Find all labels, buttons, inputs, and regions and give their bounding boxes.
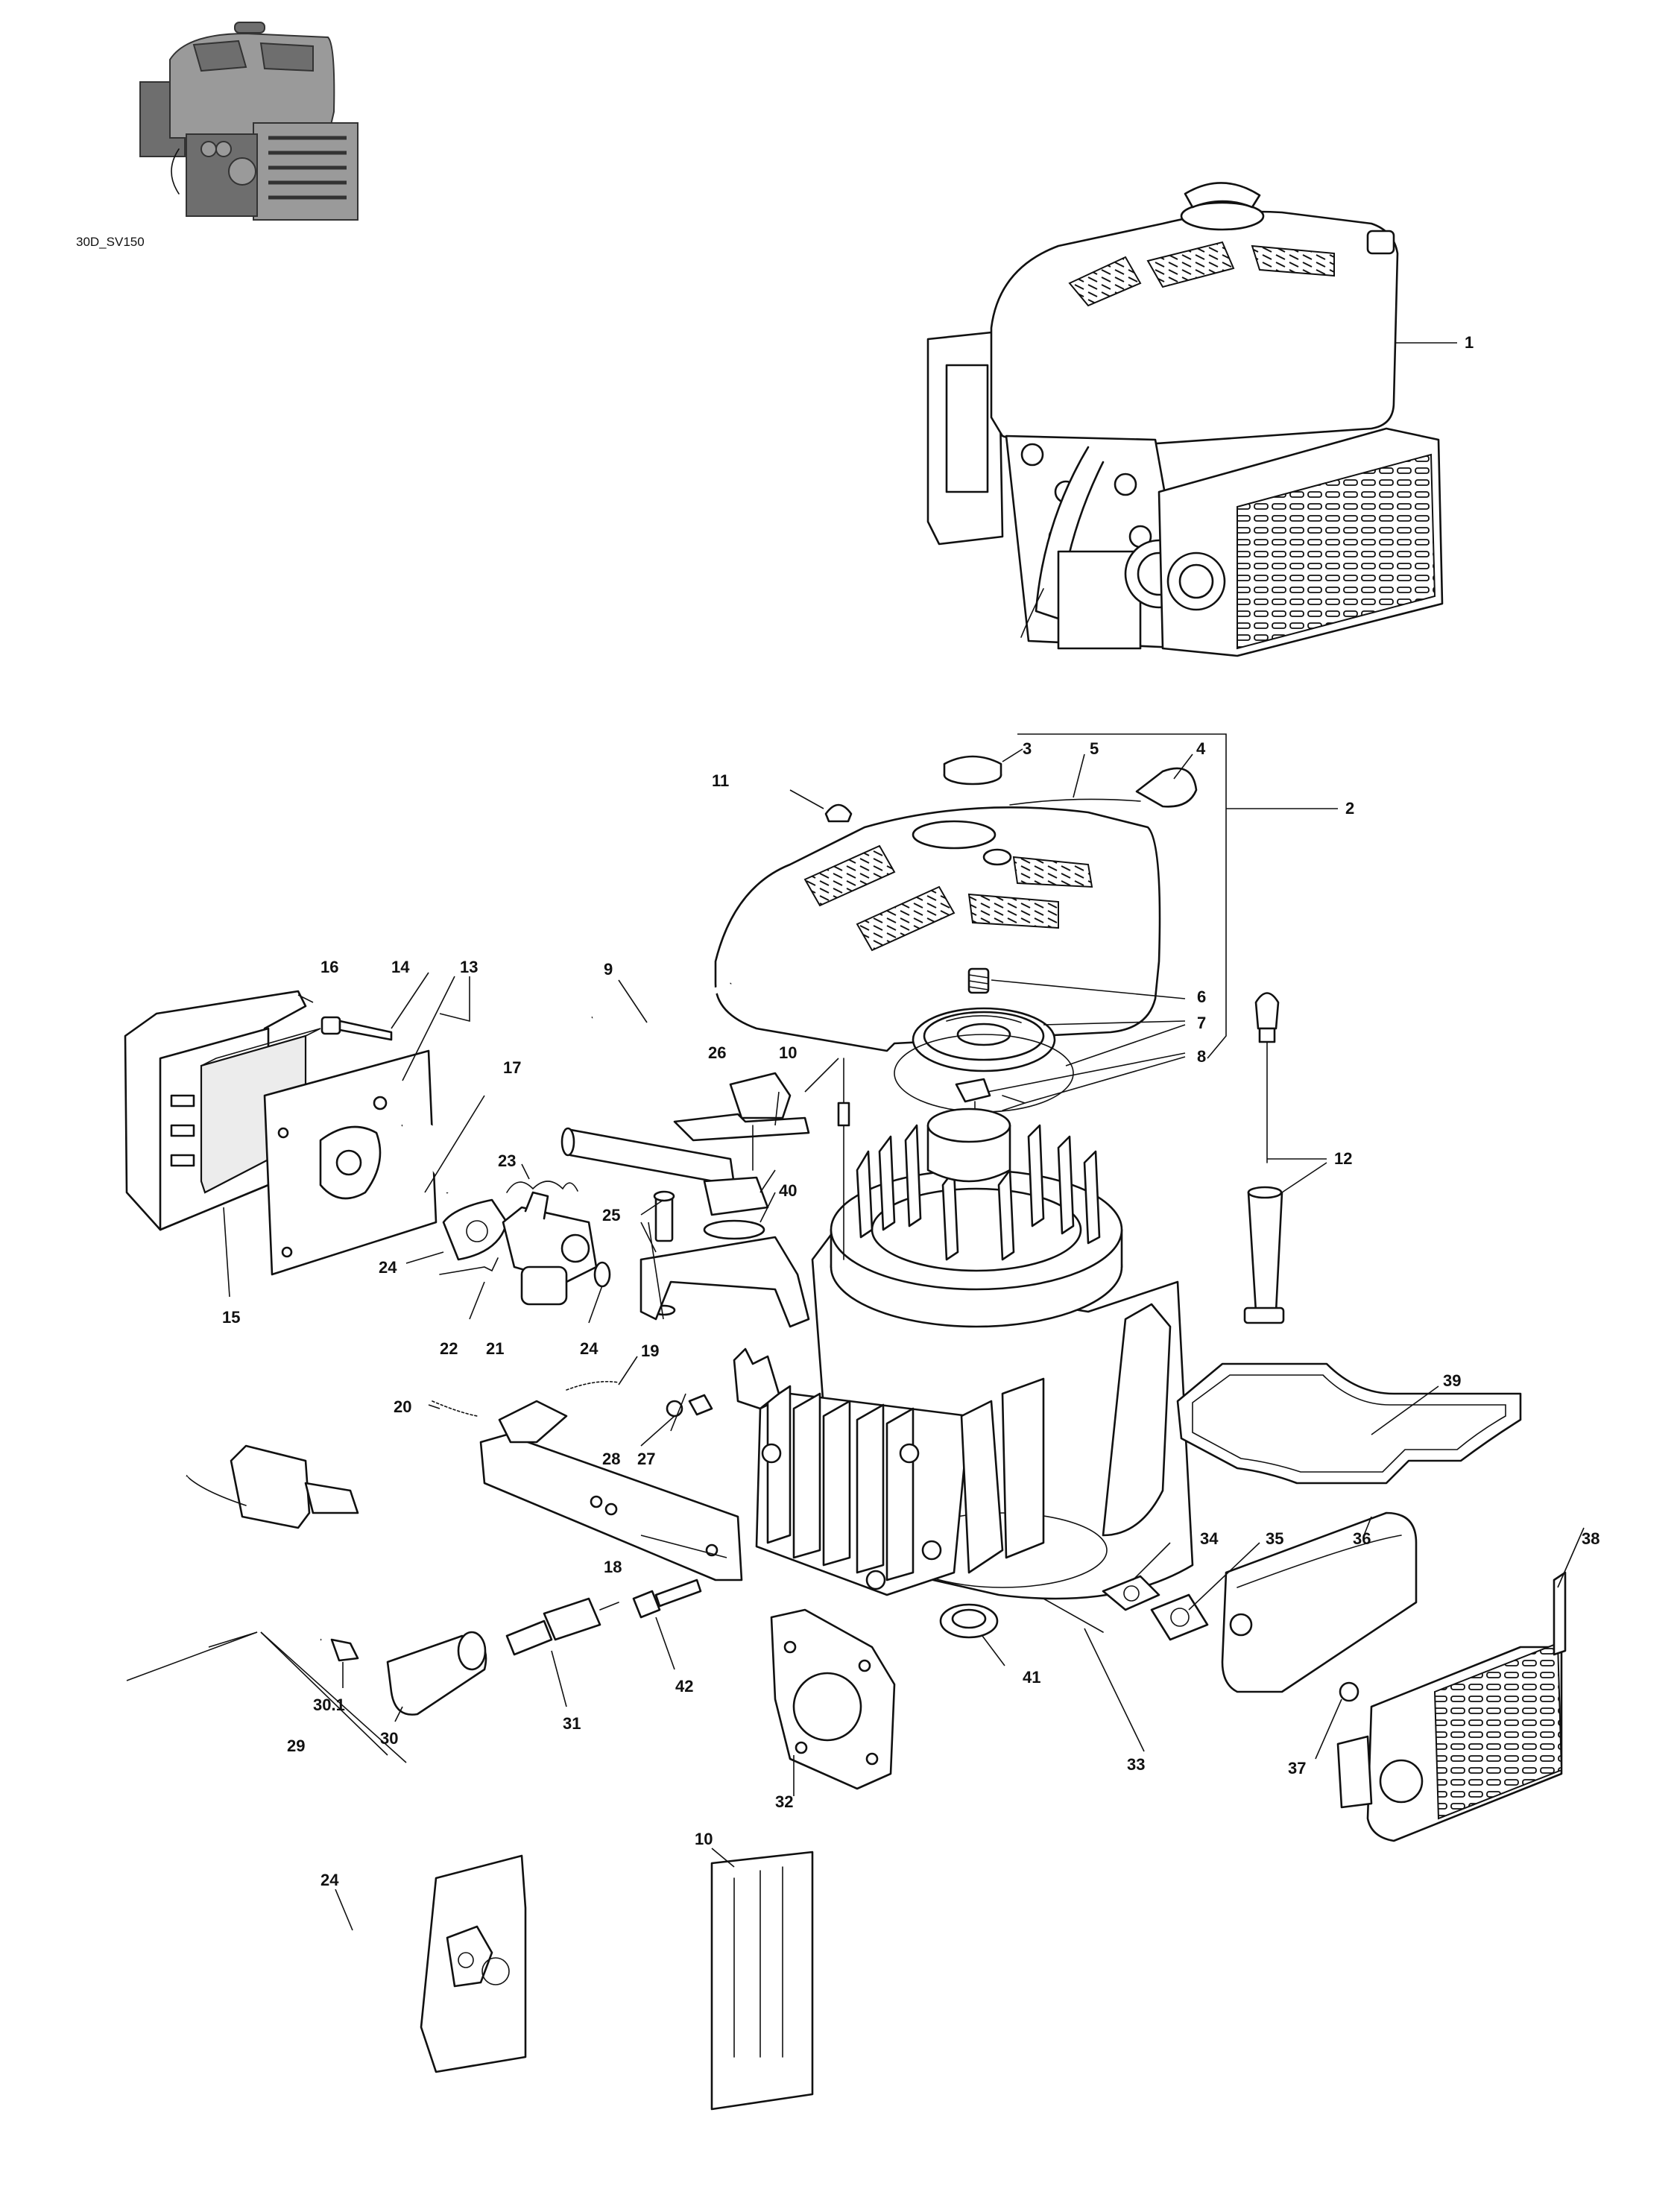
callout-22: 22	[440, 1339, 458, 1358]
engine-thumbnail	[139, 22, 359, 221]
callout-6: 6	[1197, 987, 1206, 1006]
callout-23: 23	[498, 1151, 516, 1170]
callout-14: 14	[391, 958, 410, 976]
control-bracket	[673, 1072, 810, 1142]
carb-gasket	[442, 1198, 508, 1261]
callout-2: 2	[1345, 799, 1354, 818]
callout-8: 8	[1197, 1047, 1206, 1066]
head-gasket	[770, 1608, 896, 1790]
callout-12: 12	[1334, 1149, 1352, 1168]
blower-housing	[714, 806, 1161, 1052]
callout-11: 11	[712, 771, 729, 790]
exhaust-flange	[1150, 1593, 1209, 1641]
intake-isolator	[703, 1125, 769, 1240]
callout-29: 29	[287, 1737, 305, 1755]
muffler-guard	[1336, 1571, 1567, 1842]
housing-nut	[824, 803, 853, 823]
callout-32: 32	[775, 1792, 793, 1811]
callout-labels: 1 2 3 4 5 6 7 8 9 10 11 12 13 14 15 16 1…	[222, 333, 1599, 1889]
base-gasket	[1176, 1362, 1522, 1485]
throttle-spring	[432, 1400, 478, 1417]
starter-pawl	[955, 1078, 1027, 1122]
muffler-nut	[1339, 1681, 1359, 1702]
callout-16: 16	[320, 958, 338, 976]
governor-spring	[566, 1380, 619, 1391]
callout-24b: 24	[580, 1339, 599, 1358]
callout-15: 15	[222, 1308, 240, 1327]
callout-19: 19	[641, 1342, 659, 1360]
exhaust-stud	[1043, 1598, 1104, 1633]
callout-28: 28	[602, 1450, 620, 1468]
recoil-spring	[967, 967, 990, 994]
stud-kit-bag	[710, 1851, 814, 2111]
callout-26: 26	[708, 1043, 726, 1062]
callout-41: 41	[1023, 1668, 1040, 1687]
callout-20: 20	[394, 1397, 411, 1416]
callout-5: 5	[1090, 739, 1099, 758]
starter-knob	[943, 755, 1002, 786]
callout-13: 13	[460, 958, 478, 976]
callout-38: 38	[1582, 1529, 1599, 1548]
callout-21: 21	[486, 1339, 504, 1358]
callout-9: 9	[604, 960, 613, 979]
callout-30-1: 30.1	[313, 1696, 345, 1714]
leader-lines	[208, 342, 1585, 1931]
callout-35: 35	[1266, 1529, 1283, 1548]
callout-7: 7	[1197, 1014, 1206, 1032]
air-filter-bolt	[320, 1016, 393, 1041]
callout-18: 18	[604, 1558, 622, 1576]
callout-31: 31	[563, 1714, 581, 1733]
callout-1: 1	[1465, 333, 1474, 352]
ht-terminal	[330, 1638, 359, 1662]
air-filter-base	[263, 1049, 438, 1276]
callout-39: 39	[1443, 1371, 1461, 1390]
callout-10b: 10	[695, 1830, 713, 1848]
carburetor	[502, 1191, 611, 1306]
callout-10: 10	[779, 1043, 797, 1062]
engine-block	[733, 1058, 1194, 1600]
callout-40: 40	[779, 1181, 797, 1200]
ignition-coil	[186, 1444, 359, 1529]
governor-bracket	[639, 1190, 810, 1328]
dipstick	[1243, 992, 1285, 1324]
starter-handle	[1009, 767, 1198, 808]
callout-4: 4	[1196, 739, 1206, 758]
gasket-kit-bag	[420, 1854, 527, 2073]
model-code-label: 30D_SV150	[76, 235, 145, 249]
exhaust-gasket	[1102, 1575, 1160, 1611]
callout-17: 17	[503, 1058, 521, 1077]
assembled-engine	[926, 182, 1444, 657]
callout-36: 36	[1353, 1529, 1371, 1548]
muffler	[1221, 1511, 1418, 1693]
control-plate	[479, 1400, 743, 1581]
lever-clamp	[688, 1394, 713, 1416]
head-bolt	[632, 1579, 702, 1619]
callout-37: 37	[1288, 1759, 1306, 1777]
callout-30: 30	[380, 1729, 398, 1748]
callout-24a: 24	[379, 1258, 397, 1277]
callout-34: 34	[1200, 1529, 1219, 1548]
callout-25: 25	[602, 1206, 620, 1224]
spark-plug	[505, 1597, 619, 1656]
callout-27: 27	[637, 1450, 655, 1468]
callout-3: 3	[1023, 739, 1032, 758]
oil-seal	[939, 1603, 999, 1639]
starter-pulley	[894, 1007, 1074, 1113]
throttle-link	[439, 1257, 499, 1275]
choke-spring	[506, 1181, 578, 1193]
callout-24c: 24	[320, 1871, 339, 1889]
callout-42: 42	[675, 1677, 693, 1696]
callout-33: 33	[1127, 1755, 1145, 1774]
